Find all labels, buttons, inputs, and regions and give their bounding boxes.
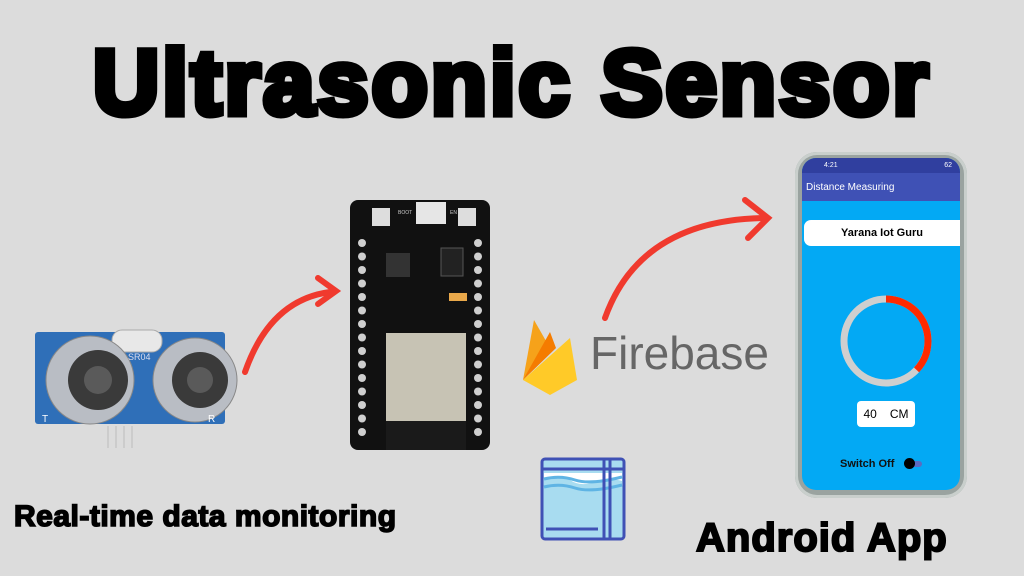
board-pin bbox=[474, 374, 482, 382]
board-pin bbox=[474, 414, 482, 423]
board-pin bbox=[474, 387, 482, 396]
data-chart-icon bbox=[540, 457, 626, 541]
app-title: Distance Measuring bbox=[806, 181, 895, 193]
board-pin bbox=[358, 279, 366, 288]
caption-android-app: Android App bbox=[695, 515, 948, 561]
arrow-head-1 bbox=[315, 275, 342, 307]
power-toggle[interactable] bbox=[904, 458, 923, 469]
board-pin bbox=[358, 239, 366, 247]
esp32-board-image: BOOT EN bbox=[350, 200, 490, 450]
arrow-firebase-to-app bbox=[602, 215, 768, 321]
distance-value: 40 bbox=[863, 407, 877, 421]
board-pin bbox=[474, 239, 482, 247]
board-pin bbox=[358, 360, 366, 369]
app-bar: Distance Measuring bbox=[802, 173, 960, 201]
board-pin bbox=[358, 266, 366, 274]
board-pin bbox=[474, 252, 482, 261]
board-pin bbox=[474, 401, 482, 409]
distance-readout: 40 CM bbox=[857, 401, 915, 427]
firebase-label: Firebase bbox=[590, 327, 769, 379]
page-title: Ultrasonic Sensor bbox=[89, 29, 932, 138]
board-pin bbox=[358, 347, 366, 355]
board-pin bbox=[358, 414, 366, 423]
board-pin bbox=[358, 387, 366, 396]
board-pin bbox=[358, 333, 366, 342]
board-pin bbox=[474, 360, 482, 369]
board-pin bbox=[358, 320, 366, 328]
caption-realtime-monitoring: Real-time data monitoring bbox=[13, 499, 397, 534]
distance-unit: CM bbox=[889, 407, 909, 421]
board-pin bbox=[358, 401, 366, 409]
app-screen: 4:21 62 Distance Measuring Yarana Iot Gu… bbox=[802, 158, 960, 490]
board-pin bbox=[474, 320, 482, 328]
switch-label: Switch Off bbox=[840, 458, 895, 470]
ultrasonic-sensor-image: SR04 T R bbox=[35, 329, 238, 448]
board-pin bbox=[358, 374, 366, 382]
gauge-progress-arc bbox=[840, 295, 932, 387]
board-pin bbox=[358, 293, 366, 301]
board-pin bbox=[474, 293, 482, 301]
board-pin bbox=[474, 333, 482, 342]
board-pin bbox=[358, 306, 366, 315]
firebase-flame-icon bbox=[523, 320, 577, 395]
board-pin bbox=[358, 428, 366, 436]
boot-label: BOOT bbox=[398, 210, 412, 216]
name-field: Yarana Iot Guru bbox=[804, 220, 960, 246]
board-pin bbox=[474, 428, 482, 436]
en-label: EN bbox=[450, 210, 457, 216]
status-time: 4:21 bbox=[824, 162, 838, 169]
sensor-t-label: T bbox=[42, 414, 48, 425]
board-pin bbox=[474, 306, 482, 315]
status-bar: 4:21 62 bbox=[802, 158, 960, 173]
board-pin bbox=[474, 266, 482, 274]
board-pin bbox=[474, 279, 482, 288]
arrow-head-2 bbox=[742, 197, 773, 241]
board-pin bbox=[358, 252, 366, 261]
distance-gauge bbox=[840, 295, 932, 387]
arrow-sensor-to-board bbox=[242, 289, 333, 375]
sensor-r-label: R bbox=[208, 414, 215, 425]
status-battery: 62 bbox=[944, 162, 952, 169]
phone-mockup: 4:21 62 Distance Measuring Yarana Iot Gu… bbox=[795, 152, 967, 498]
sensor-model-label: SR04 bbox=[128, 352, 151, 362]
board-pin bbox=[474, 347, 482, 355]
